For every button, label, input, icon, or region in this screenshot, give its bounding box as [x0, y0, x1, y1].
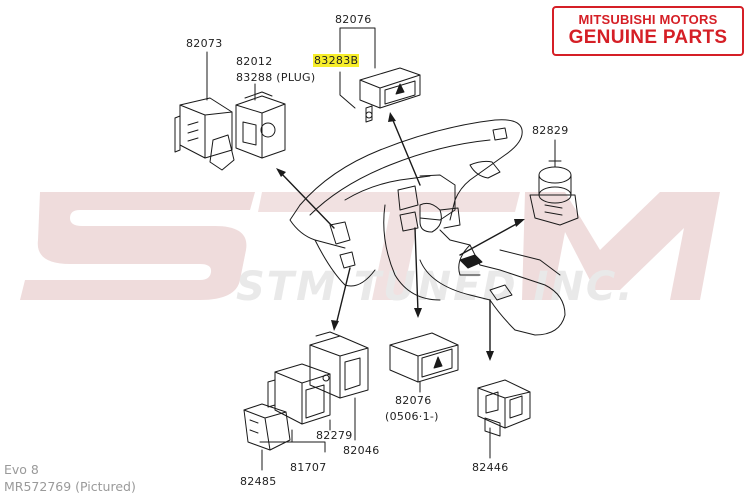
- leader-lines: [206, 27, 556, 471]
- part-82076-hazard-top: [339, 67, 421, 123]
- pointer-arrows: [279, 117, 521, 356]
- part-82446-switch: [477, 379, 531, 437]
- label-82446: 82446: [472, 461, 509, 474]
- svg-text:STM TUNED INC.: STM TUNED INC.: [236, 264, 634, 310]
- label-81707: 81707: [290, 461, 327, 474]
- label-82012: 82012: [236, 55, 273, 68]
- part-82279-switch: [267, 363, 331, 425]
- stamp-brand: MITSUBISHI MOTORS: [578, 12, 718, 27]
- label-82076-date: (0506·1-): [385, 410, 439, 423]
- dashboard-outline: [289, 119, 566, 336]
- footer-part-number: MR572769 (Pictured): [4, 479, 136, 494]
- label-83283B: 83283B: [313, 54, 360, 67]
- stamp-title: GENUINE PARTS: [568, 27, 728, 48]
- watermark-logo: STM TUNED INC.: [20, 192, 720, 310]
- label-82829: 82829: [532, 124, 569, 137]
- label-82485: 82485: [240, 475, 277, 488]
- part-82073-switch: [174, 97, 235, 171]
- label-83288-plug: 83288 (PLUG): [236, 71, 316, 84]
- label-82076-mid: 82076: [395, 394, 432, 407]
- part-82485-cover: [243, 403, 291, 451]
- label-82076-top: 82076: [335, 13, 372, 26]
- label-83283B-text: 83283B: [313, 54, 360, 67]
- label-82046: 82046: [343, 444, 380, 457]
- label-82279: 82279: [316, 429, 353, 442]
- arrow-heads: [276, 112, 525, 361]
- genuine-parts-stamp: MITSUBISHI MOTORS GENUINE PARTS: [552, 6, 744, 56]
- part-82012-switch: [235, 91, 286, 159]
- label-82073: 82073: [186, 37, 223, 50]
- footer-model: Evo 8: [4, 462, 39, 477]
- part-82046-switch: [309, 331, 369, 399]
- part-82076-hazard-mid: [389, 332, 459, 383]
- part-82829-sensor: [529, 159, 579, 226]
